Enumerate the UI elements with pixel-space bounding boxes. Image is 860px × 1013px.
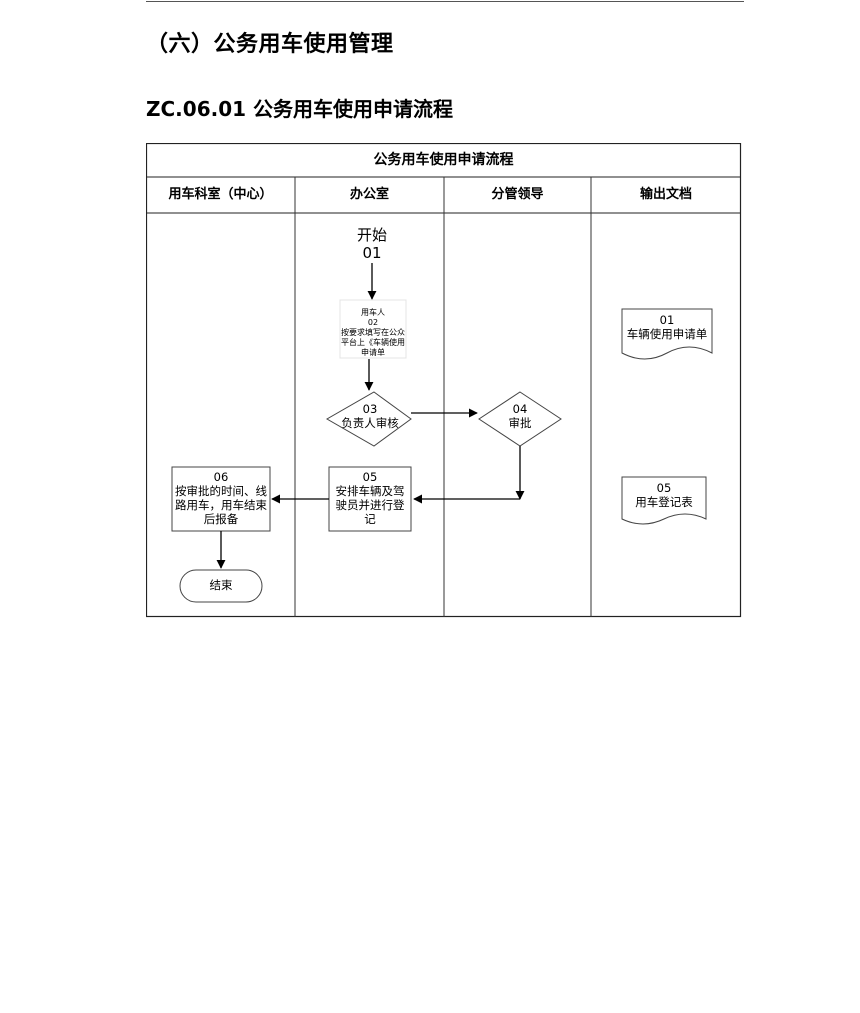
step03-code: 03	[362, 402, 378, 417]
doc01-label: 01 车辆使用申请单	[622, 311, 712, 345]
start-node: 开始 01	[342, 223, 402, 265]
doc05-code: 05	[656, 481, 672, 496]
step03-text: 负责人审核	[341, 416, 399, 430]
step04-text: 审批	[508, 416, 532, 430]
step02-text: 按要求填写在公众平台上《车辆使用申请单	[341, 328, 405, 357]
lane-header-office: 办公室	[349, 187, 389, 203]
step06-code: 06	[213, 470, 229, 485]
doc01-code: 01	[659, 313, 675, 328]
doc05-text: 用车登记表	[635, 495, 693, 509]
doc05-label: 05 用车登记表	[622, 479, 706, 513]
procedure-title: ZC.06.01 公务用车使用申请流程	[146, 97, 454, 121]
step05-box	[328, 466, 412, 532]
flowchart-title: 公务用车使用申请流程	[373, 151, 514, 168]
lane-header-leader: 分管领导	[491, 187, 544, 203]
doc01-shape	[621, 308, 713, 360]
step02-box	[339, 299, 407, 359]
step06-box	[171, 466, 271, 532]
flowchart-graphics	[146, 143, 742, 618]
end-terminator	[179, 569, 263, 603]
lane-header-output-docs: 输出文档	[639, 187, 692, 203]
step02-code: 02	[367, 318, 379, 327]
start-code: 01	[362, 244, 382, 262]
step05-code: 05	[362, 470, 378, 485]
start-label: 开始	[356, 226, 387, 244]
lane-header-using-dept: 用车科室（中心）	[168, 187, 273, 203]
step04-code: 04	[512, 402, 528, 417]
step06-text: 按审批的时间、线路用车，用车结束后报备	[175, 484, 267, 526]
end-label: 结束	[209, 578, 233, 593]
step03-diamond	[325, 391, 412, 447]
doc05-shape	[621, 476, 707, 525]
step04-label: 04 审批	[484, 398, 556, 436]
step05-text: 安排车辆及驾驶员并进行登记	[335, 484, 405, 526]
step02-actor: 用车人	[361, 308, 385, 317]
top-rule	[146, 1, 744, 2]
step05-label: 05 安排车辆及驾驶员并进行登记	[331, 469, 409, 529]
flowchart: 公务用车使用申请流程 用车科室（中心） 办公室 分管领导 输出文档 开始 01 …	[146, 143, 742, 618]
doc01-text: 车辆使用申请单	[626, 327, 708, 341]
section-title: （六）公务用车使用管理	[146, 32, 394, 57]
step03-label: 03 负责人审核	[329, 398, 411, 436]
step06-label: 06 按审批的时间、线路用车，用车结束后报备	[174, 469, 268, 529]
step02-label: 用车人 02 按要求填写在公众平台上《车辆使用申请单	[340, 308, 406, 362]
